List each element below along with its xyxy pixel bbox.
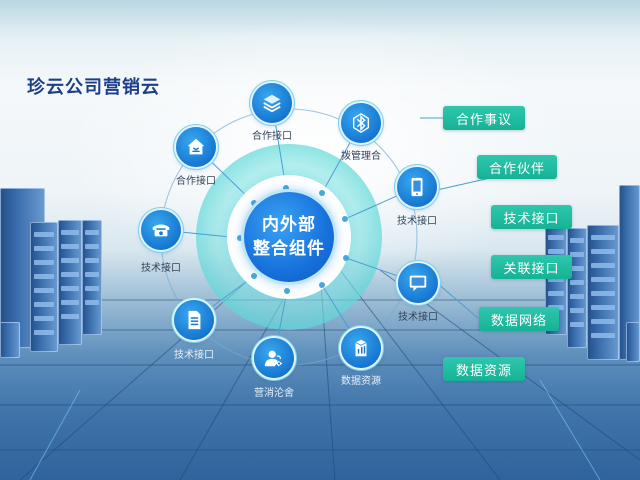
node-label: 技术接口 xyxy=(397,216,437,227)
node-data-resources[interactable] xyxy=(341,328,381,368)
tag-related-interface[interactable]: 关联接口 xyxy=(491,255,572,279)
tag-data-resources[interactable]: 数据资源 xyxy=(443,357,525,381)
tag-data-network[interactable]: 数据网络 xyxy=(479,307,559,331)
node-label: 营消沦舍 xyxy=(254,388,294,399)
center-hub[interactable]: 内外部 整合组件 xyxy=(244,192,334,282)
tag-cooperation-matters[interactable]: 合作事议 xyxy=(443,106,525,130)
node-label: 技术接口 xyxy=(141,263,181,274)
node-label: 拨管理合 xyxy=(341,151,381,162)
building-icon xyxy=(355,339,367,357)
house-icon xyxy=(187,138,205,155)
layers-icon xyxy=(263,94,281,113)
user-tag-icon xyxy=(264,350,283,367)
center-hub-line1: 内外部 xyxy=(262,215,316,235)
node-label: 技术接口 xyxy=(398,312,438,323)
document-icon xyxy=(188,310,201,330)
node-label: 技术接口 xyxy=(174,350,214,361)
tag-tech-interface[interactable]: 技术接口 xyxy=(491,205,572,229)
chat-monitor-icon xyxy=(409,275,427,292)
node-management[interactable] xyxy=(341,103,381,143)
tag-partners[interactable]: 合作伙伴 xyxy=(477,155,557,179)
node-label: 合作接口 xyxy=(252,131,292,142)
page-title: 珍云公司营销云 xyxy=(27,77,160,98)
center-hub-line2: 整合组件 xyxy=(253,239,325,259)
node-tech-interface-phone[interactable] xyxy=(397,167,437,207)
telephone-icon xyxy=(152,224,170,237)
node-tech-interface-phone-desk[interactable] xyxy=(141,210,181,250)
node-label: 合作接口 xyxy=(176,176,216,187)
mobile-phone-icon xyxy=(411,177,423,197)
node-tech-interface-doc[interactable] xyxy=(174,300,214,340)
node-cooperation-interface-top[interactable] xyxy=(252,83,292,123)
bluetooth-icon xyxy=(352,113,370,133)
node-cooperation-interface-left[interactable] xyxy=(176,127,216,167)
node-tech-interface-chat[interactable] xyxy=(398,263,438,303)
node-label: 数据资源 xyxy=(341,376,381,387)
node-marketing[interactable] xyxy=(254,338,294,378)
